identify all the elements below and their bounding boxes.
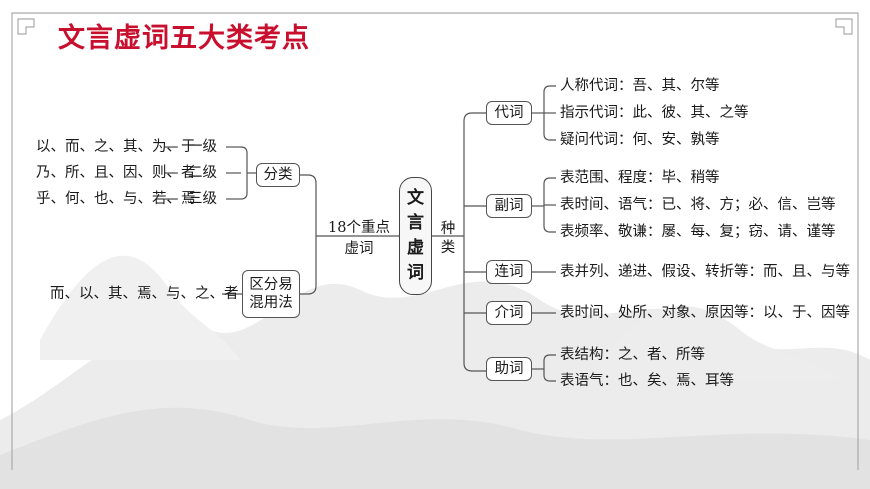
pronoun-item: 指示代词：此、彼、其、之等	[560, 105, 749, 121]
level-3-words: 乎、何、也、与、若、焉	[36, 191, 196, 207]
adverb-item: 表频率、敬谦：屡、每、复；窃、请、谨等	[560, 224, 836, 240]
preposition-item: 表时间、处所、对象、原因等：以、于、因等	[560, 305, 850, 321]
confusing-usage-node: 区分易混用法	[242, 270, 300, 318]
level-2-dash: —	[164, 165, 179, 181]
key-words-edge-label: 18个重点虚词	[328, 220, 390, 257]
adverb-item: 表范围、程度：毕、稍等	[560, 170, 720, 186]
pronoun-item: 人称代词：吾、其、尔等	[560, 78, 720, 94]
level-2-label: 二级	[188, 165, 217, 181]
category-adverb: 副词	[486, 194, 532, 218]
adverb-item: 表时间、语气：已、将、方；必、信、岂等	[560, 197, 836, 213]
conjunction-item: 表并列、递进、假设、转折等：而、且、与等	[560, 264, 850, 280]
level-1-label: 一级	[188, 139, 217, 155]
level-3-dash: —	[164, 191, 179, 207]
category-pronoun: 代词	[486, 101, 532, 125]
classification-node: 分类	[256, 163, 300, 187]
category-preposition: 介词	[486, 301, 532, 325]
category-conjunction: 连词	[486, 260, 532, 284]
level-1-words: 以、而、之、其、为、于	[36, 139, 196, 155]
types-edge-label: 种类	[440, 221, 456, 256]
central-node: 文言虚词	[399, 177, 432, 295]
category-particle: 助词	[486, 357, 532, 381]
level-1-dash: —	[164, 139, 179, 155]
level-3-label: 三级	[188, 191, 217, 207]
level-2-words: 乃、所、且、因、则、者	[36, 165, 196, 181]
confusing-words: 而、以、其、焉、与、之、者	[50, 286, 239, 302]
page-title: 文言虚词五大类考点	[58, 23, 310, 54]
particle-item: 表语气：也、矣、焉、耳等	[560, 373, 734, 389]
central-node-text: 文言虚词	[407, 188, 424, 283]
pronoun-item: 疑问代词：何、安、孰等	[560, 132, 720, 148]
particle-item: 表结构：之、者、所等	[560, 347, 705, 363]
